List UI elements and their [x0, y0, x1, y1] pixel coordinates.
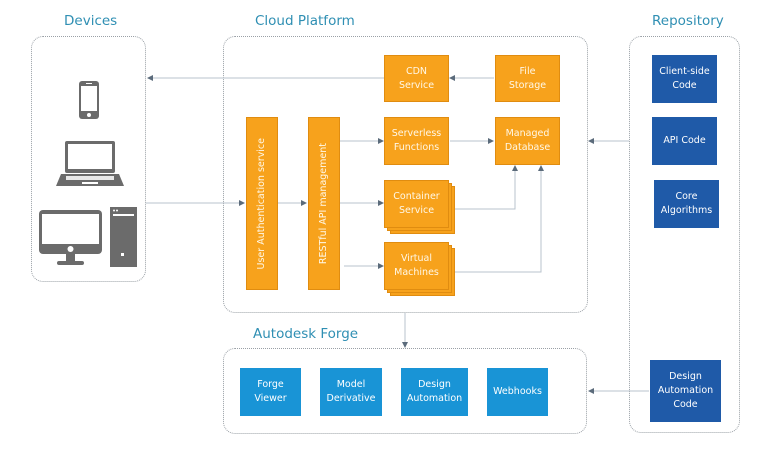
laptop-icon — [56, 141, 124, 186]
restful-api-management-box: RESTful API management — [308, 117, 340, 290]
webhooks-box: Webhooks — [487, 368, 548, 416]
repository-title: Repository — [652, 13, 724, 29]
forge-viewer-box: Forge Viewer — [240, 368, 301, 416]
virtual-machines-box: Virtual Machines — [384, 242, 449, 290]
arrow-container-to-database — [455, 165, 518, 210]
smartphone-icon — [79, 81, 99, 119]
design-automation-box: Design Automation — [401, 368, 468, 416]
user-authentication-service-box: User Authentication service — [246, 117, 278, 290]
cdn-service-box: CDN Service — [384, 55, 449, 102]
client-side-code-box: Client-side Code — [652, 55, 717, 103]
file-storage-box: File Storage — [495, 55, 560, 102]
autodesk-forge-title: Autodesk Forge — [253, 326, 359, 342]
managed-database-box: Managed Database — [495, 117, 560, 165]
design-automation-code-box: Design Automation Code — [650, 360, 721, 422]
api-code-box: API Code — [652, 117, 717, 165]
serverless-functions-box: Serverless Functions — [384, 117, 449, 165]
repository-group — [629, 36, 740, 433]
cloud-platform-title: Cloud Platform — [255, 13, 355, 29]
container-service-box: Container Service — [384, 180, 449, 228]
autodesk-forge-group — [223, 348, 587, 434]
restful-api-management-label: RESTful API management — [318, 142, 330, 265]
devices-group — [31, 36, 146, 282]
arrow-vm-to-database — [455, 165, 544, 273]
devices-title: Devices — [64, 13, 118, 29]
cloud-platform-group — [223, 36, 588, 313]
model-derivative-box: Model Derivative — [320, 368, 382, 416]
core-algorithms-box: Core Algorithms — [654, 180, 719, 228]
user-authentication-service-label: User Authentication service — [256, 137, 268, 270]
desktop-computer-icon — [39, 207, 137, 267]
